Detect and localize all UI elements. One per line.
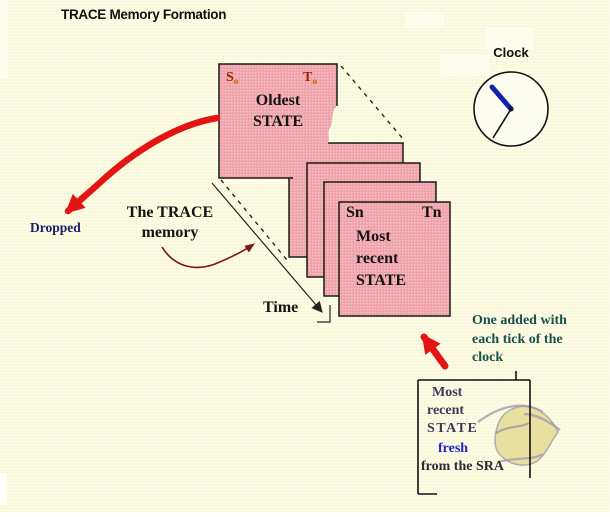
tick-note: One added with each tick of the clock [472,312,584,368]
dropped-arrow-icon [64,114,221,215]
fresh-box-border [417,371,531,495]
clock-label: Clock [493,45,529,60]
stack-card-line3: STATE [356,272,407,289]
stack-card-text: Most recent STATE [356,226,451,292]
time-label: Time [263,299,299,316]
paper-blob-icon [477,404,561,466]
trace-memory-line1: The TRACE [126,204,214,221]
fresh-box-line5: from the SRA [421,459,504,474]
oldest-card-text: Oldest STATE [219,90,337,132]
stack-card-line1: Most [356,228,391,245]
oldest-state-card [218,63,338,179]
dashed-link-bottom-icon [220,179,288,261]
fresh-box-line1: Most [432,385,463,400]
oldest-card-line1: Oldest [255,92,301,109]
time-axis-icon [211,182,331,323]
fresh-box-line3: STATE [427,421,479,436]
s0-label: So [226,70,239,87]
trace-memory-line2: memory [141,224,199,241]
tick-note-line1: One added with [472,313,567,328]
oldest-card-line2: STATE [252,113,304,130]
tick-note-line2: each tick of the [472,331,563,347]
t0-label: To [303,70,318,87]
state-card-stack [288,142,451,317]
tick-note-line3: clock [472,350,504,365]
stack-card-4-front [338,201,451,317]
tn-label: Tn [422,204,442,221]
clock-icon [473,71,549,147]
fresh-box-line4: fresh [438,441,469,456]
t0-subscript: o [312,77,318,87]
trace-memory-pointer-icon [161,243,255,269]
s0-subscript: o [233,77,239,87]
sn-label: Sn [346,204,364,221]
trace-memory-label: The TRACE memory [118,203,222,243]
page-title: TRACE Memory Formation [61,7,227,22]
dropped-label: Dropped [30,220,81,235]
tick-arrow-icon [420,333,449,370]
dashed-link-top-icon [340,65,405,141]
fresh-box-line2: recent [427,403,465,418]
stack-card-line2: recent [356,250,399,267]
